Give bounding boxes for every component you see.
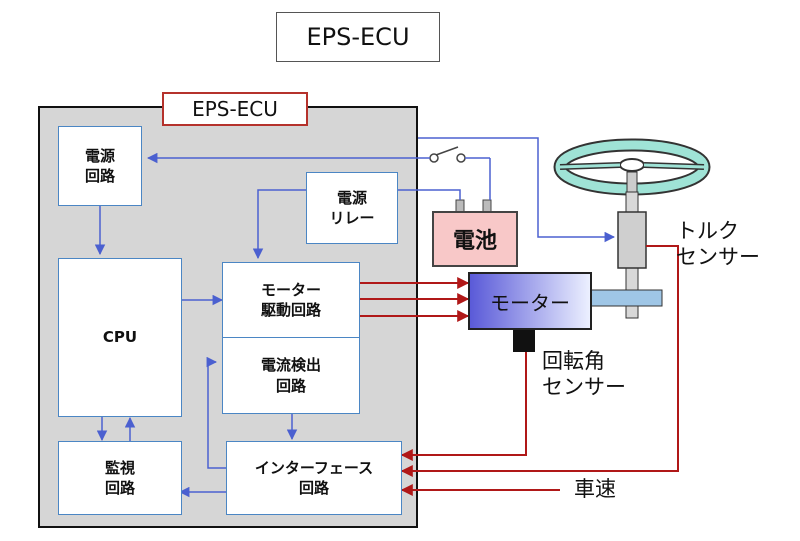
diagram-title: EPS-ECU: [276, 12, 440, 62]
torque-sensor-icon: [617, 211, 647, 269]
motor-block: モーター: [468, 272, 592, 330]
current-detection-circuit-block: 電流検出 回路: [222, 337, 360, 414]
ecu-label: EPS-ECU: [162, 92, 308, 126]
interface-circuit-block: インターフェース 回路: [226, 441, 402, 515]
cpu-block: CPU: [58, 258, 182, 417]
ignition-switch-icon: [429, 146, 466, 163]
vehicle-speed-label: 車速: [574, 477, 616, 501]
power-relay-block: 電源 リレー: [306, 172, 398, 244]
steering-wheel-icon: [553, 138, 711, 196]
torque-sensor-label: トルク センサー: [676, 219, 760, 270]
motor-drive-circuit-block: モーター 駆動回路: [222, 262, 360, 338]
angle-sensor-icon: [513, 330, 535, 352]
motor-shaft: [589, 289, 663, 307]
monitor-circuit-block: 監視 回路: [58, 441, 182, 515]
battery-block: 電池: [432, 211, 518, 267]
angle-sensor-label: 回転角 センサー: [542, 349, 626, 400]
power-circuit-block: 電源 回路: [58, 126, 142, 206]
